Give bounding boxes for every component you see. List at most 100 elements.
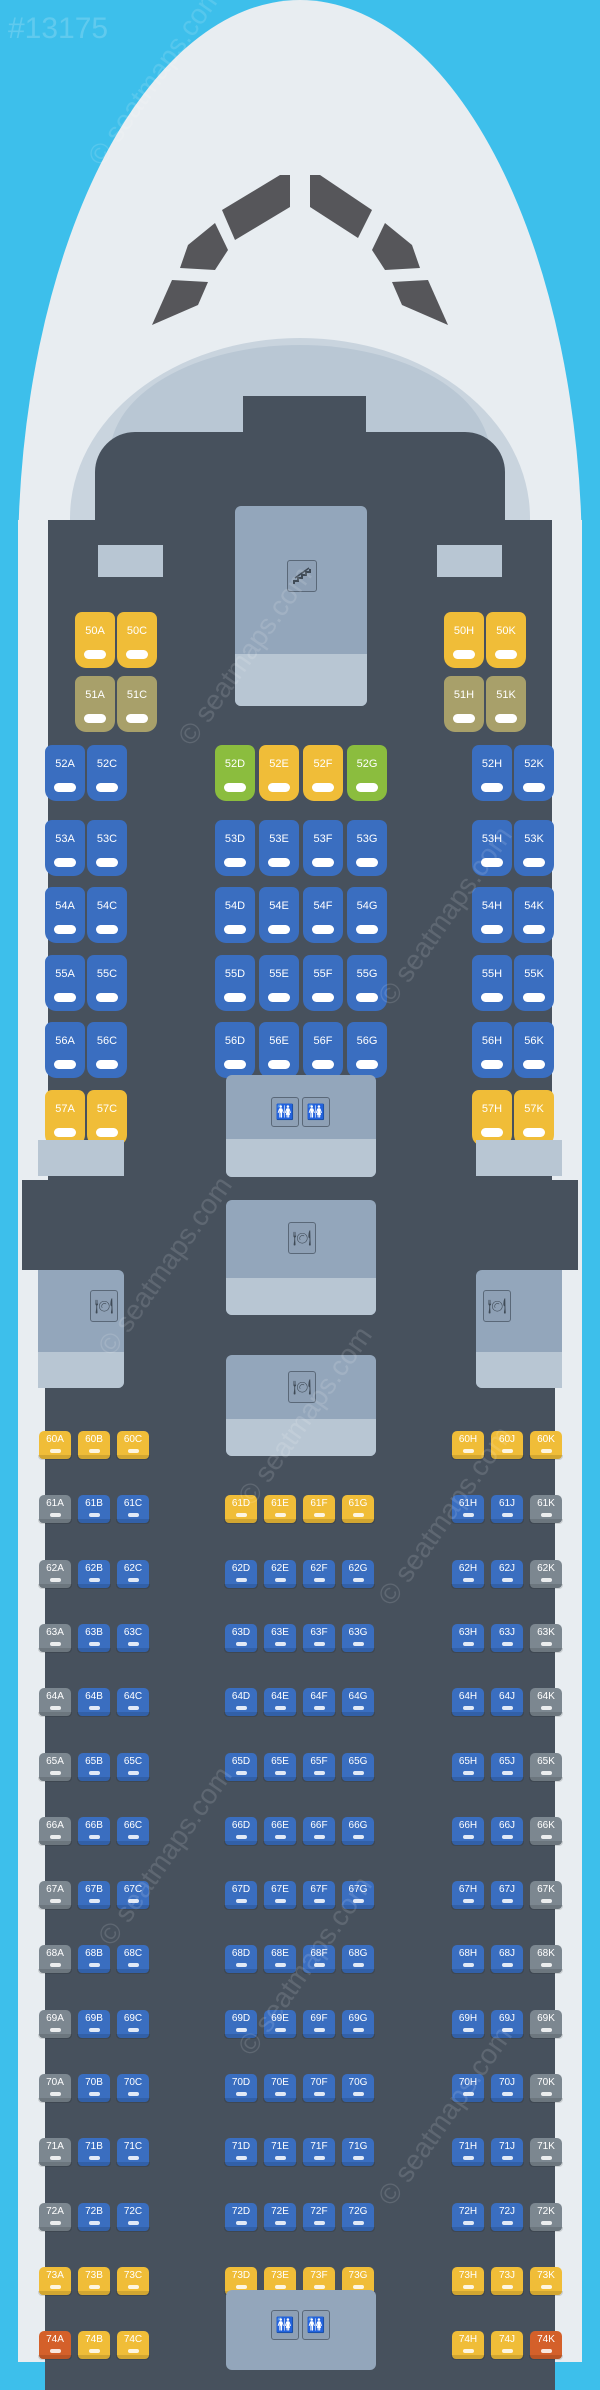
seat-65K[interactable]: 65K (529, 1753, 563, 1782)
seat-67J[interactable]: 67J (490, 1881, 524, 1910)
seat-68K[interactable]: 68K (529, 1945, 563, 1974)
seat-64A[interactable]: 64A (38, 1688, 72, 1717)
seat-55E[interactable]: 55E (259, 955, 299, 1011)
seat-71E[interactable]: 71E (263, 2138, 297, 2167)
seat-64H[interactable]: 64H (451, 1688, 485, 1717)
seat-70K[interactable]: 70K (529, 2074, 563, 2103)
seat-74B[interactable]: 74B (77, 2331, 111, 2360)
seat-73K[interactable]: 73K (529, 2267, 563, 2296)
seat-72E[interactable]: 72E (263, 2203, 297, 2232)
seat-71D[interactable]: 71D (224, 2138, 258, 2167)
seat-74H[interactable]: 74H (451, 2331, 485, 2360)
seat-62E[interactable]: 62E (263, 1560, 297, 1589)
seat-69H[interactable]: 69H (451, 2010, 485, 2039)
seat-51K[interactable]: 51K (486, 676, 526, 732)
seat-70A[interactable]: 70A (38, 2074, 72, 2103)
seat-60K[interactable]: 60K (529, 1431, 563, 1460)
seat-56D[interactable]: 56D (215, 1022, 255, 1078)
seat-62B[interactable]: 62B (77, 1560, 111, 1589)
seat-73C[interactable]: 73C (116, 2267, 150, 2296)
seat-61K[interactable]: 61K (529, 1495, 563, 1524)
seat-70G[interactable]: 70G (341, 2074, 375, 2103)
seat-67D[interactable]: 67D (224, 1881, 258, 1910)
seat-64C[interactable]: 64C (116, 1688, 150, 1717)
seat-54H[interactable]: 54H (472, 887, 512, 943)
seat-68C[interactable]: 68C (116, 1945, 150, 1974)
seat-51H[interactable]: 51H (444, 676, 484, 732)
seat-72G[interactable]: 72G (341, 2203, 375, 2232)
seat-67F[interactable]: 67F (302, 1881, 336, 1910)
seat-65H[interactable]: 65H (451, 1753, 485, 1782)
seat-54G[interactable]: 54G (347, 887, 387, 943)
seat-71C[interactable]: 71C (116, 2138, 150, 2167)
seat-69K[interactable]: 69K (529, 2010, 563, 2039)
seat-72J[interactable]: 72J (490, 2203, 524, 2232)
seat-74C[interactable]: 74C (116, 2331, 150, 2360)
seat-64G[interactable]: 64G (341, 1688, 375, 1717)
seat-55H[interactable]: 55H (472, 955, 512, 1011)
seat-73B[interactable]: 73B (77, 2267, 111, 2296)
seat-69G[interactable]: 69G (341, 2010, 375, 2039)
seat-62D[interactable]: 62D (224, 1560, 258, 1589)
seat-50C[interactable]: 50C (117, 612, 157, 668)
seat-62A[interactable]: 62A (38, 1560, 72, 1589)
seat-65F[interactable]: 65F (302, 1753, 336, 1782)
seat-50K[interactable]: 50K (486, 612, 526, 668)
seat-65G[interactable]: 65G (341, 1753, 375, 1782)
seat-52E[interactable]: 52E (259, 745, 299, 801)
seat-55K[interactable]: 55K (514, 955, 554, 1011)
seat-54E[interactable]: 54E (259, 887, 299, 943)
seat-53G[interactable]: 53G (347, 820, 387, 876)
seat-62K[interactable]: 62K (529, 1560, 563, 1589)
seat-64F[interactable]: 64F (302, 1688, 336, 1717)
seat-62H[interactable]: 62H (451, 1560, 485, 1589)
seat-51A[interactable]: 51A (75, 676, 115, 732)
seat-66K[interactable]: 66K (529, 1817, 563, 1846)
seat-68G[interactable]: 68G (341, 1945, 375, 1974)
seat-69F[interactable]: 69F (302, 2010, 336, 2039)
seat-65B[interactable]: 65B (77, 1753, 111, 1782)
seat-66D[interactable]: 66D (224, 1817, 258, 1846)
seat-74J[interactable]: 74J (490, 2331, 524, 2360)
seat-63E[interactable]: 63E (263, 1624, 297, 1653)
seat-63C[interactable]: 63C (116, 1624, 150, 1653)
seat-51C[interactable]: 51C (117, 676, 157, 732)
seat-57H[interactable]: 57H (472, 1090, 512, 1146)
seat-63J[interactable]: 63J (490, 1624, 524, 1653)
seat-66A[interactable]: 66A (38, 1817, 72, 1846)
seat-67A[interactable]: 67A (38, 1881, 72, 1910)
seat-66H[interactable]: 66H (451, 1817, 485, 1846)
seat-68H[interactable]: 68H (451, 1945, 485, 1974)
seat-53E[interactable]: 53E (259, 820, 299, 876)
seat-56E[interactable]: 56E (259, 1022, 299, 1078)
seat-63D[interactable]: 63D (224, 1624, 258, 1653)
seat-55C[interactable]: 55C (87, 955, 127, 1011)
seat-69J[interactable]: 69J (490, 2010, 524, 2039)
seat-50H[interactable]: 50H (444, 612, 484, 668)
seat-52C[interactable]: 52C (87, 745, 127, 801)
seat-53A[interactable]: 53A (45, 820, 85, 876)
seat-62J[interactable]: 62J (490, 1560, 524, 1589)
seat-64E[interactable]: 64E (263, 1688, 297, 1717)
seat-73J[interactable]: 73J (490, 2267, 524, 2296)
seat-65C[interactable]: 65C (116, 1753, 150, 1782)
seat-66F[interactable]: 66F (302, 1817, 336, 1846)
seat-61D[interactable]: 61D (224, 1495, 258, 1524)
seat-57C[interactable]: 57C (87, 1090, 127, 1146)
seat-56F[interactable]: 56F (303, 1022, 343, 1078)
seat-71F[interactable]: 71F (302, 2138, 336, 2167)
seat-56H[interactable]: 56H (472, 1022, 512, 1078)
seat-70J[interactable]: 70J (490, 2074, 524, 2103)
seat-66B[interactable]: 66B (77, 1817, 111, 1846)
seat-61B[interactable]: 61B (77, 1495, 111, 1524)
seat-68B[interactable]: 68B (77, 1945, 111, 1974)
seat-63B[interactable]: 63B (77, 1624, 111, 1653)
seat-71G[interactable]: 71G (341, 2138, 375, 2167)
seat-56A[interactable]: 56A (45, 1022, 85, 1078)
seat-71J[interactable]: 71J (490, 2138, 524, 2167)
seat-66E[interactable]: 66E (263, 1817, 297, 1846)
seat-73H[interactable]: 73H (451, 2267, 485, 2296)
seat-61C[interactable]: 61C (116, 1495, 150, 1524)
seat-68A[interactable]: 68A (38, 1945, 72, 1974)
seat-60B[interactable]: 60B (77, 1431, 111, 1460)
